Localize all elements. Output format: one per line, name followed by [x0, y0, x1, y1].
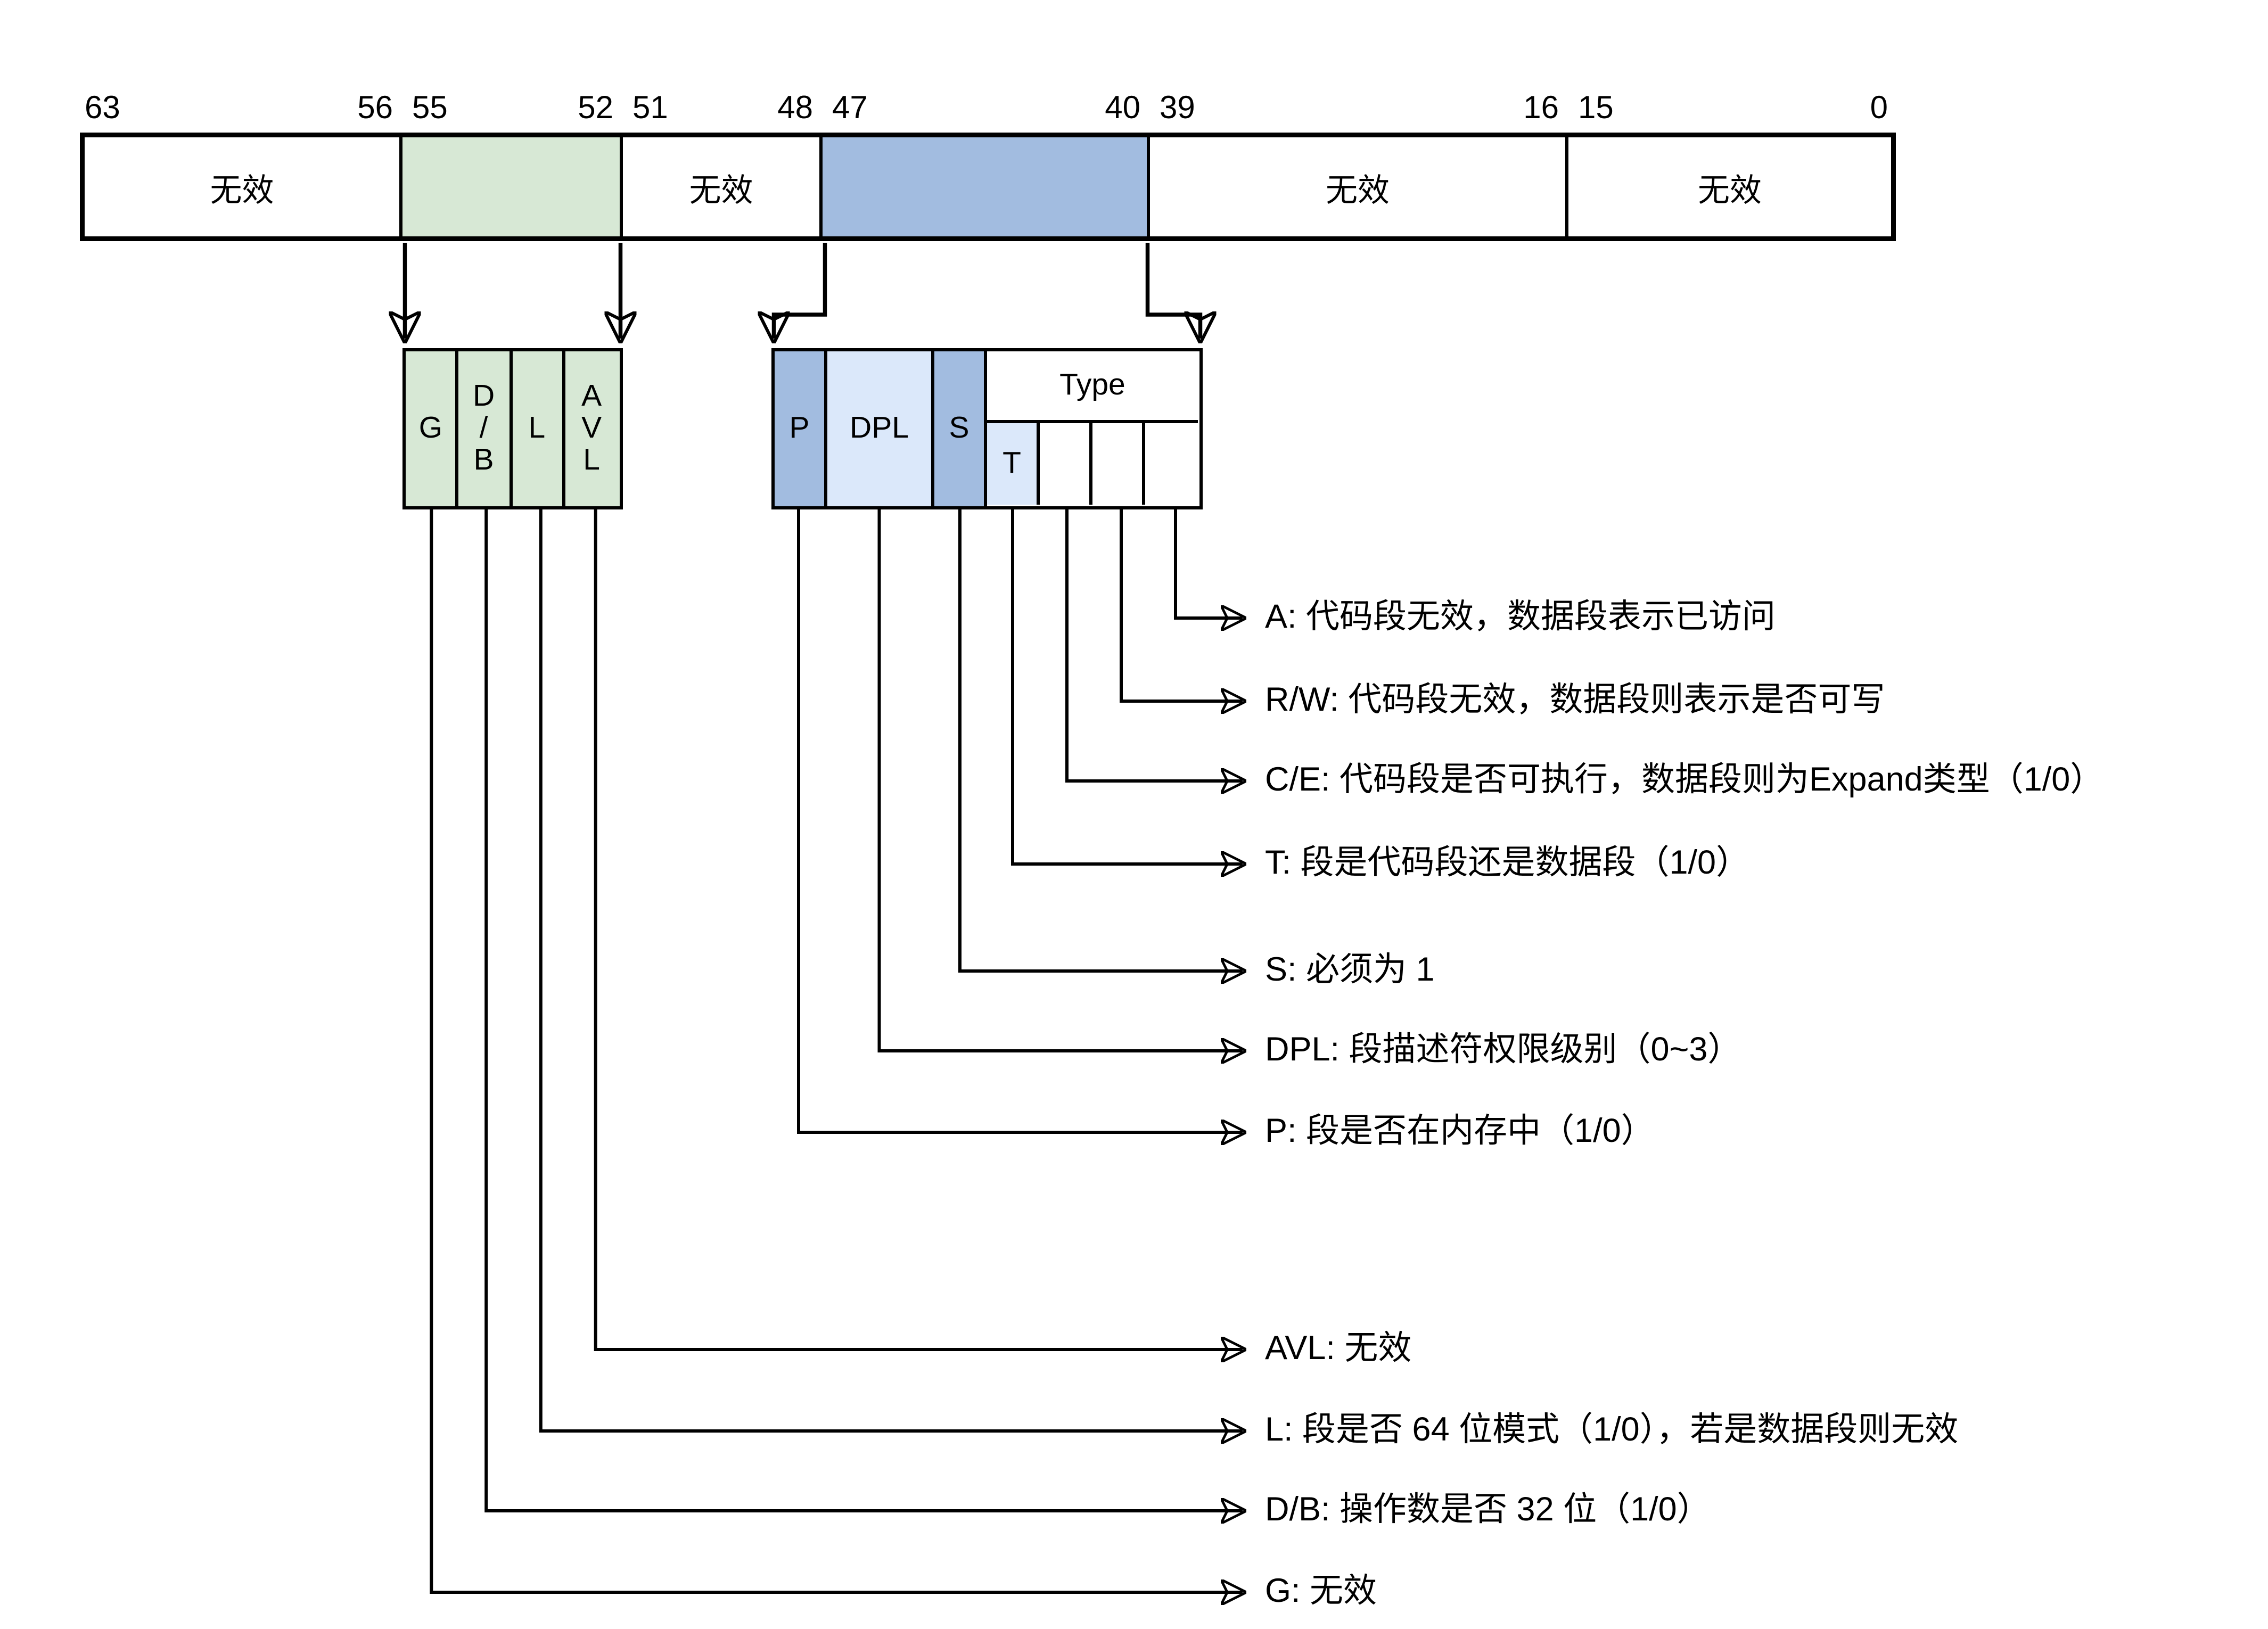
bit-label-16: 16	[1523, 91, 1559, 126]
annotation-ce: C/E: 代码段是否可执行，数据段则为Expand类型（1/0）	[1265, 762, 2104, 799]
annotation-p: P: 段是否在内存中（1/0）	[1265, 1113, 1655, 1150]
bit-label-63: 63	[85, 91, 120, 126]
bit-label-39: 39	[1160, 91, 1195, 126]
register-cell-label: 无效	[689, 173, 753, 209]
register-cell-label: 无效	[210, 173, 274, 209]
flag-label-db: D / B	[473, 379, 495, 477]
callout-wire-ce	[1065, 509, 1243, 781]
callout-wire-t	[1011, 509, 1243, 864]
callout-wire-s	[958, 509, 1243, 971]
callout-wire-l	[539, 509, 1243, 1431]
callout-wire-dpl	[877, 509, 1243, 1051]
annotation-dpl: DPL: 段描述符权限级别（0~3）	[1265, 1032, 1741, 1068]
flag-cell-ce	[1040, 423, 1092, 505]
bit-label-15: 15	[1578, 91, 1614, 126]
flag-label-dpl: DPL	[850, 411, 909, 445]
callout-wire-avl	[594, 509, 1243, 1350]
flag-label-t: T	[1002, 446, 1021, 480]
bit-label-52: 52	[578, 91, 613, 126]
annotation-l: L: 段是否 64 位模式（1/0），若是数据段则无效	[1265, 1412, 1959, 1449]
flag-cell-g: G	[406, 351, 459, 506]
register-cell-63-56: 无效	[85, 137, 402, 236]
bit-label-56: 56	[357, 91, 393, 126]
bit-label-55: 55	[412, 91, 448, 126]
type-field-group: Type T	[987, 351, 1198, 506]
bit-label-48: 48	[777, 91, 813, 126]
flag-cell-db: D / B	[459, 351, 512, 506]
flag-cell-s: S	[934, 351, 987, 506]
flag-cell-l: L	[512, 351, 565, 506]
callout-wire-g	[430, 509, 1243, 1592]
annotation-db: D/B: 操作数是否 32 位（1/0）	[1265, 1492, 1711, 1528]
annotation-a: A: 代码段无效，数据段表示已访问	[1265, 599, 1776, 636]
flag-label-p: P	[789, 411, 810, 445]
callout-wire-db	[484, 509, 1243, 1511]
bit-label-0: 0	[1870, 91, 1888, 126]
flag-label-s: S	[949, 411, 969, 445]
annotation-g: G: 无效	[1265, 1573, 1377, 1610]
register-cell-39-16: 无效	[1150, 137, 1568, 236]
green-flags-box: G D / B L A V L	[402, 348, 623, 509]
flag-label-g: G	[418, 411, 443, 445]
annotation-avl: AVL: 无效	[1265, 1330, 1412, 1367]
annotation-rw: R/W: 代码段无效，数据段则表示是否可写	[1265, 682, 1885, 719]
bit-label-51: 51	[632, 91, 668, 126]
register-cell-15-0: 无效	[1568, 137, 1891, 236]
register-cell-label: 无效	[1698, 173, 1762, 209]
descriptor-register-row: 无效 无效 无效 无效	[80, 133, 1896, 241]
flag-cell-p: P	[775, 351, 827, 506]
type-field-label: Type	[1059, 368, 1125, 402]
bit-label-47: 47	[832, 91, 868, 126]
annotation-t: T: 段是代码段还是数据段（1/0）	[1265, 845, 1750, 882]
connector-blue-right	[1145, 243, 1201, 339]
register-cell-label: 无效	[1326, 173, 1390, 209]
flag-cell-rw	[1092, 423, 1145, 505]
register-cell-55-52	[402, 137, 623, 236]
flag-cell-t: T	[987, 423, 1040, 505]
access-byte-box: P DPL S Type T	[771, 348, 1203, 509]
callout-wire-a	[1174, 509, 1243, 618]
register-cell-47-40	[823, 137, 1150, 236]
type-field-header: Type	[987, 351, 1198, 423]
flag-cell-avl: A V L	[565, 351, 618, 506]
annotation-s: S: 必须为 1	[1265, 952, 1435, 989]
bit-label-40: 40	[1105, 91, 1140, 126]
type-field-bits: T	[987, 423, 1198, 505]
register-cell-51-48: 无效	[623, 137, 823, 236]
callout-wire-p	[797, 509, 1243, 1132]
connector-blue-left	[774, 243, 827, 339]
flag-cell-dpl: DPL	[827, 351, 934, 506]
flag-label-avl: A V L	[581, 379, 602, 477]
flag-label-l: L	[528, 411, 546, 445]
callout-wire-rw	[1120, 509, 1243, 701]
